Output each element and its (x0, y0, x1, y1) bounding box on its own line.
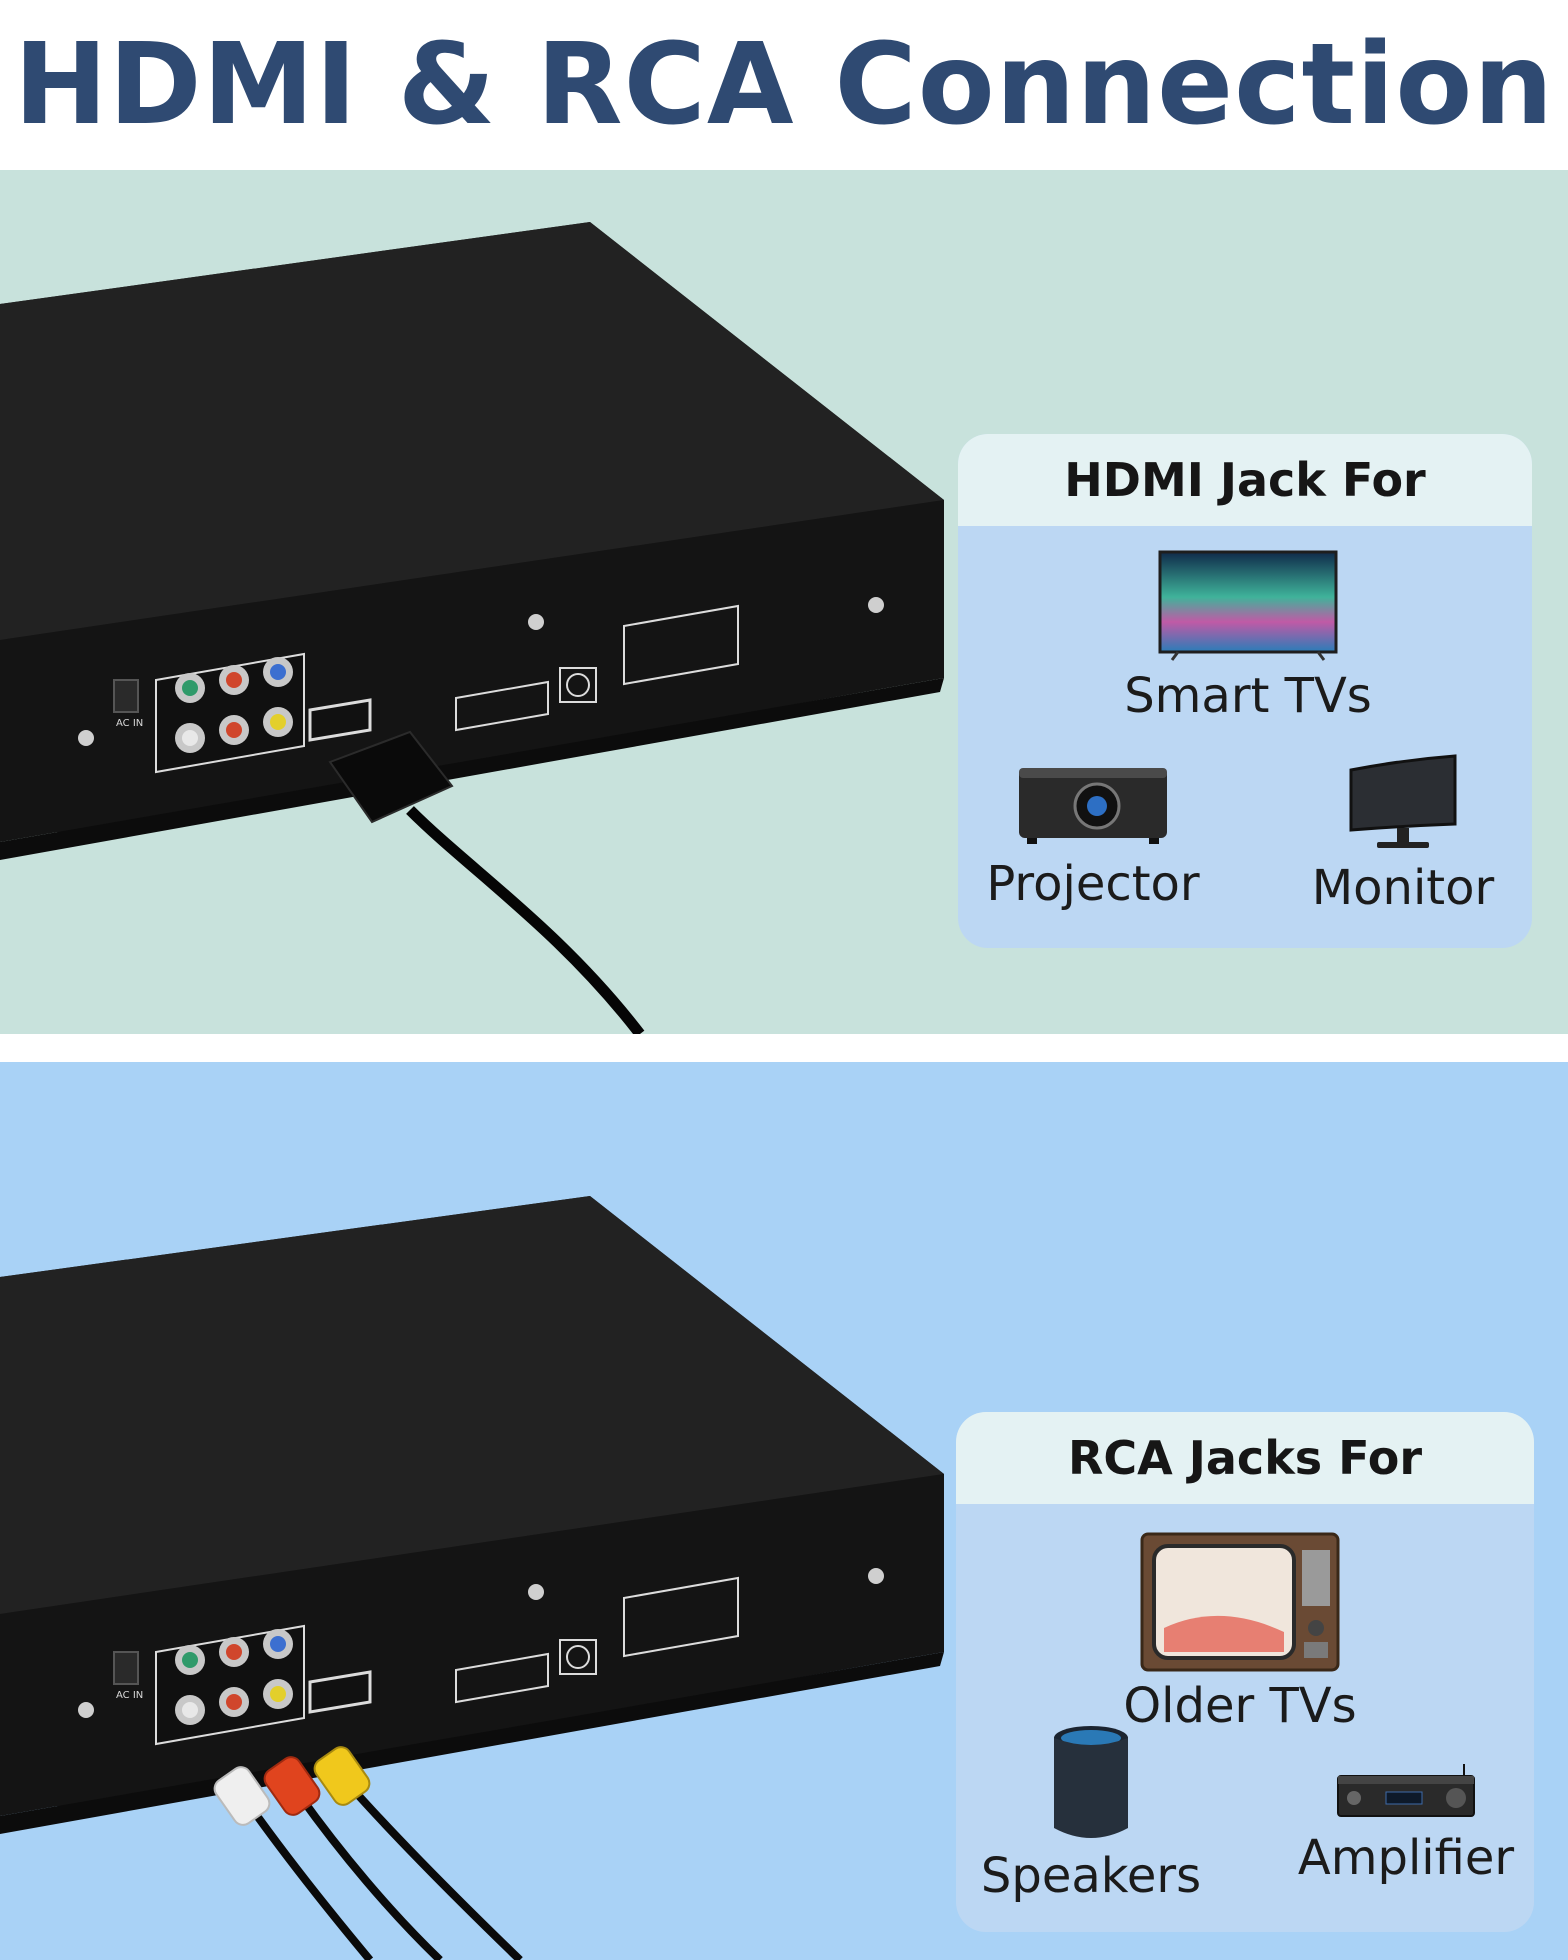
rca-connection-panel: AC IN RCA Jacks For (0, 1062, 1568, 1960)
ac-in-label: AC IN (116, 718, 143, 729)
page-title: HDMI & RCA Connection (13, 20, 1555, 150)
older-tv-icon (1140, 1532, 1340, 1672)
amplifier-item: Amplifier (1286, 1764, 1526, 1886)
monitor-icon (1349, 754, 1457, 848)
projector-icon (1019, 768, 1167, 844)
dvd-player-hdmi-image: AC IN (0, 222, 944, 1034)
monitor-label: Monitor (1311, 860, 1495, 916)
projector-item: Projector (968, 754, 1218, 912)
speaker-label: Speakers (980, 1848, 1202, 1904)
amplifier-icon (1337, 1764, 1475, 1817)
older-tv-item: Older TVs (1123, 1532, 1357, 1734)
hdmi-card-heading: HDMI Jack For (958, 434, 1532, 526)
smart-tv-item: Smart TVs (1124, 550, 1372, 724)
ac-in-label-2: AC IN (116, 1690, 143, 1701)
smart-tv-icon (1158, 550, 1338, 661)
rca-card-heading: RCA Jacks For (956, 1412, 1534, 1504)
older-tv-label: Older TVs (1123, 1678, 1357, 1734)
hdmi-jack-card: HDMI Jack For Smart TVs (958, 434, 1532, 948)
rca-jacks-card: RCA Jacks For Older TVs Speakers (956, 1412, 1534, 1932)
speaker-icon (1054, 1726, 1128, 1838)
projector-label: Projector (986, 856, 1200, 912)
speaker-item: Speakers (976, 1724, 1206, 1904)
hdmi-connection-panel: AC IN HDMI Jack For (0, 170, 1568, 1034)
monitor-item: Monitor (1288, 754, 1518, 916)
smart-tv-label: Smart TVs (1124, 668, 1372, 724)
dvd-player-rca-image: AC IN (0, 1196, 944, 1960)
amplifier-label: Amplifier (1297, 1830, 1515, 1886)
